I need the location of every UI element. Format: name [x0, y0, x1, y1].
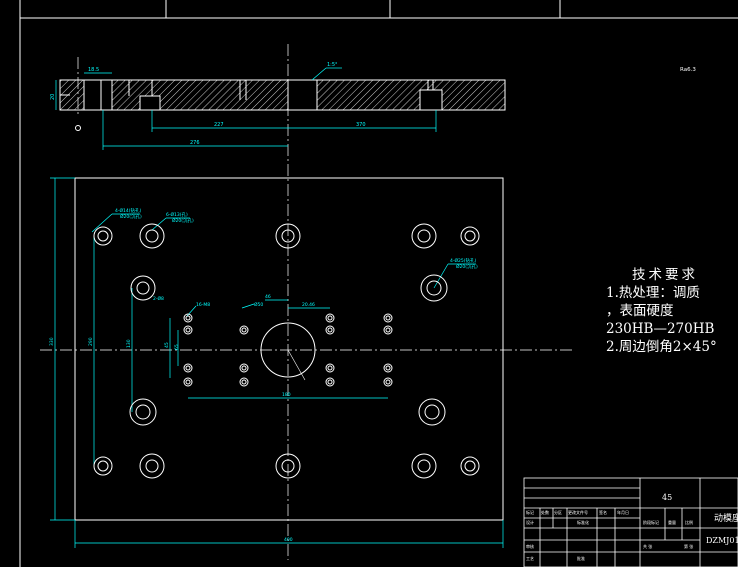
hole-lr-outer: [418, 398, 446, 426]
plan-holes: [93, 223, 480, 479]
tech-line-3: 230HB—270HB: [606, 321, 715, 337]
title-block: 标记 处数 分区 更改文件号 签名 年月日 设计 标准化 阶段标记 重量 比例 …: [523, 477, 738, 567]
dim-dia-50: Ø50: [254, 301, 263, 308]
dim-46: 46: [265, 294, 271, 300]
note-4-14: 4-Ø14(钻孔): [115, 207, 142, 214]
tb-scale: 比例: [685, 519, 693, 525]
plate-outline: [74, 177, 504, 521]
dim-45: 45: [164, 342, 170, 348]
center-bore-plan: [260, 322, 316, 378]
hole-br2-outer: [460, 456, 480, 476]
drawing-frame: [19, 0, 738, 567]
tb-mark: 标记: [526, 509, 534, 515]
note-cbore-1: Ø20(沉孔): [120, 213, 142, 220]
center-bore: [287, 79, 318, 111]
note-6-13: 6-Ø13(孔): [166, 211, 188, 218]
tech-requirements-title: 技术要求: [632, 267, 698, 283]
counterbore-right: [419, 89, 443, 111]
dim-180: 180: [282, 392, 291, 398]
dim-290: 290: [88, 337, 94, 346]
tb-sign: 签名: [599, 509, 607, 515]
roughness-symbol: Ra6.3: [680, 67, 696, 73]
dim-330: 330: [49, 337, 55, 346]
hole-bl2-outer: [139, 453, 165, 479]
hole-bc-outer: [275, 453, 301, 479]
note-16-m8: 16-M8: [196, 302, 210, 308]
hole-ml-outer: [130, 275, 156, 301]
center-lines: [40, 44, 575, 560]
tb-approve: 批准: [577, 555, 585, 561]
tb-design: 设计: [526, 519, 534, 525]
tb-part-name: 动模座板: [714, 512, 738, 524]
dim-227: 227: [214, 122, 224, 128]
tb-zone: 分区: [554, 509, 562, 515]
hole-bl1-outer: [93, 456, 113, 476]
tb-stage: 阶段标记: [643, 519, 659, 525]
dim-20-46: 20.46: [302, 302, 315, 308]
note-cbore-3: Ø20(沉孔): [456, 263, 478, 270]
note-cbore-2: Ø20(沉孔): [172, 217, 194, 224]
hole-tl2-outer: [139, 223, 165, 249]
hole-br1-outer: [411, 453, 437, 479]
hole-ll-outer: [129, 398, 157, 426]
tb-standard: 标准化: [577, 519, 589, 525]
hole-tc-outer: [275, 223, 301, 249]
tb-material: 45: [662, 493, 672, 502]
note-2-8: 2-Ø8: [153, 295, 164, 302]
counterbore-left: [83, 79, 113, 111]
tech-requirements: 技术要求 1.热处理：调质 ，表面硬度 230HB—270HB 2.周边倒角2×…: [606, 266, 738, 356]
dim-400: 400: [284, 537, 293, 543]
counterbore-mid: [139, 95, 161, 111]
datum-symbol: [75, 125, 81, 131]
tb-review: 审核: [526, 543, 534, 549]
dim-18-5: 18.5: [88, 67, 99, 73]
section-hatch-left: [112, 80, 288, 110]
dim-taper: 1:5°: [327, 62, 338, 68]
small-hole-1: [183, 313, 193, 323]
hole-tr1-outer: [411, 223, 437, 249]
tech-line-2: ，表面硬度: [606, 303, 674, 319]
hole-mr-outer: [420, 274, 448, 302]
dim-20: 20: [50, 94, 56, 100]
plan-view: 4-Ø14(钻孔) Ø20(沉孔) 6-Ø13(孔) Ø20(沉孔) 2-Ø8 …: [49, 177, 504, 548]
dim-370: 370: [356, 122, 366, 128]
tb-date: 年月日: [617, 509, 629, 515]
tech-line-1: 1.热处理：调质: [606, 285, 700, 301]
tb-process: 工艺: [526, 556, 534, 561]
section-hatch-right: [317, 80, 505, 110]
section-view: 18.5 20 1:5° 227 370 276 Ra6.3: [50, 62, 696, 150]
dim-65: 65: [174, 344, 180, 350]
note-4-25: 4-Ø25(钻孔): [450, 257, 477, 264]
dim-276: 276: [190, 140, 200, 146]
tb-change-doc: 更改文件号: [568, 509, 588, 515]
tb-weight: 重量: [668, 519, 676, 525]
tech-line-4: 2.周边倒角2×45°: [606, 339, 717, 355]
tb-drawing-code: DZMJ01: [706, 536, 738, 545]
dim-130: 130: [126, 339, 132, 348]
hole-tr2-outer: [460, 226, 480, 246]
tb-count: 处数: [541, 509, 549, 515]
tb-sheets: 共 张: [643, 543, 652, 549]
tb-sheet-no: 第 张: [684, 543, 693, 549]
hole-tl1-outer: [93, 226, 113, 246]
